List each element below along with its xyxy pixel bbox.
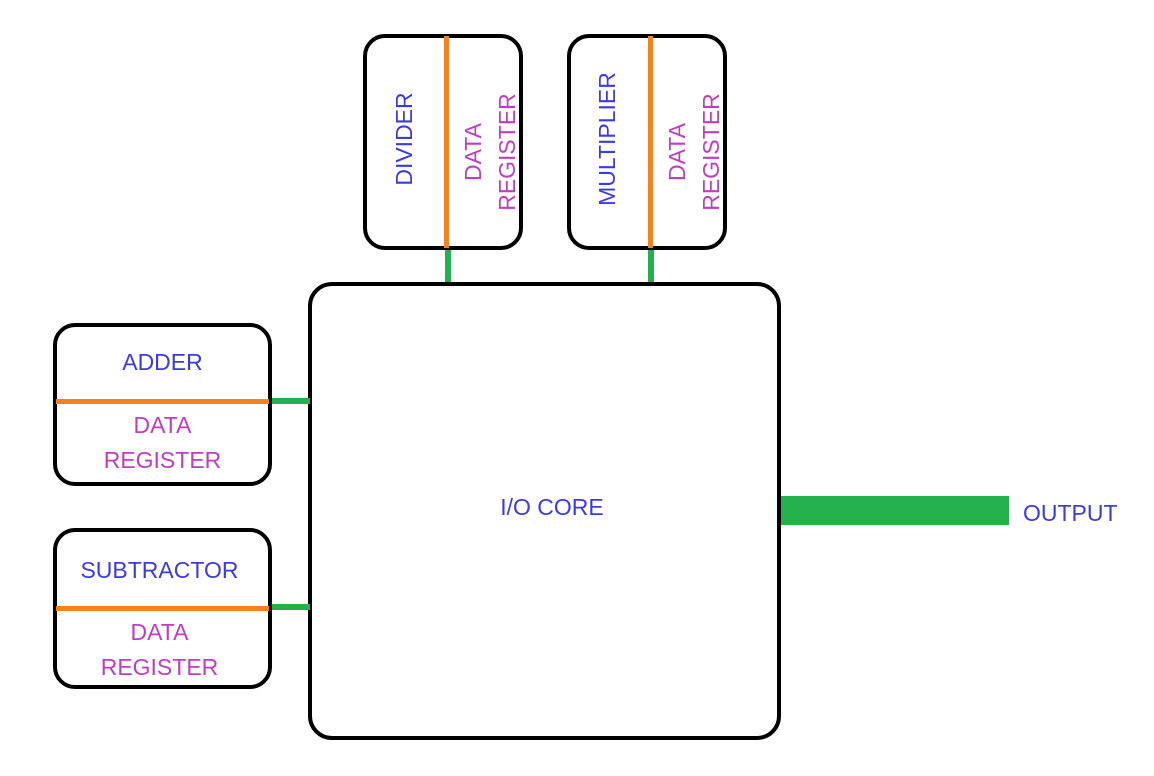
subtractor-label: SUBTRACTOR [80, 557, 239, 583]
adder-connector [272, 398, 310, 404]
multiplier-block [567, 34, 727, 250]
adder-register-line1: DATA [133, 412, 192, 438]
divider-label: DIVIDER [391, 92, 417, 186]
adder-separator [56, 399, 269, 404]
output-bus [781, 496, 1009, 525]
subtractor-register-line2: REGISTER [100, 654, 219, 680]
subtractor-register-line1: DATA [130, 619, 189, 645]
multiplier-separator [648, 36, 653, 248]
divider-register-label: DATA REGISTER [460, 93, 520, 211]
multiplier-label: MULTIPLIER [594, 72, 620, 206]
subtractor-separator [56, 606, 269, 611]
io-core-block [308, 282, 781, 740]
multiplier-connector [648, 250, 654, 284]
divider-block [363, 34, 523, 250]
multiplier-register-label: DATA REGISTER [664, 93, 724, 211]
divider-connector [445, 250, 451, 284]
output-label: OUTPUT [1023, 500, 1118, 526]
io-core-label: I/O CORE [500, 494, 604, 520]
adder-label: ADDER [122, 349, 203, 375]
subtractor-connector [272, 604, 310, 610]
adder-block [53, 323, 272, 486]
divider-separator [444, 36, 449, 248]
adder-register-line2: REGISTER [103, 447, 222, 473]
